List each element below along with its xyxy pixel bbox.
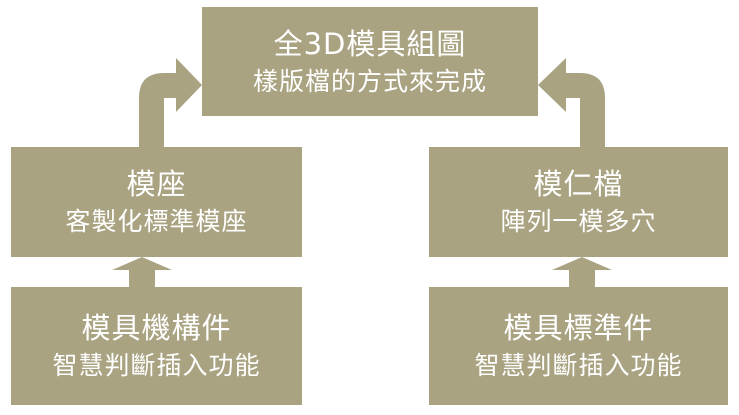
core-cavity-subtitle: 陣列一模多穴 (500, 207, 657, 236)
mold-base-box: 模座 客製化標準模座 (11, 147, 302, 257)
mold-mechanism-box: 模具機構件 智慧判斷插入功能 (11, 287, 302, 405)
mold-standard-parts-subtitle: 智慧判斷插入功能 (474, 351, 683, 380)
mold-standard-parts-box: 模具標準件 智慧判斷插入功能 (429, 287, 728, 405)
right-curved-arrow (538, 58, 605, 147)
mold-mechanism-title: 模具機構件 (81, 311, 232, 345)
right-up-arrow (552, 257, 612, 287)
mold-base-subtitle: 客製化標準模座 (65, 207, 248, 236)
top-box-title: 全3D模具組圖 (273, 26, 467, 61)
top-box-full-3d-mold-assembly: 全3D模具組圖 樣版檔的方式來完成 (202, 7, 538, 116)
core-cavity-title: 模仁檔 (533, 167, 624, 201)
left-up-arrow (112, 257, 172, 287)
core-cavity-box: 模仁檔 陣列一模多穴 (429, 147, 728, 257)
mold-mechanism-subtitle: 智慧判斷插入功能 (52, 351, 261, 380)
top-box-subtitle: 樣版檔的方式來完成 (252, 66, 487, 96)
left-curved-arrow (139, 58, 202, 147)
mold-base-title: 模座 (126, 167, 187, 201)
mold-standard-parts-title: 模具標準件 (503, 311, 654, 345)
